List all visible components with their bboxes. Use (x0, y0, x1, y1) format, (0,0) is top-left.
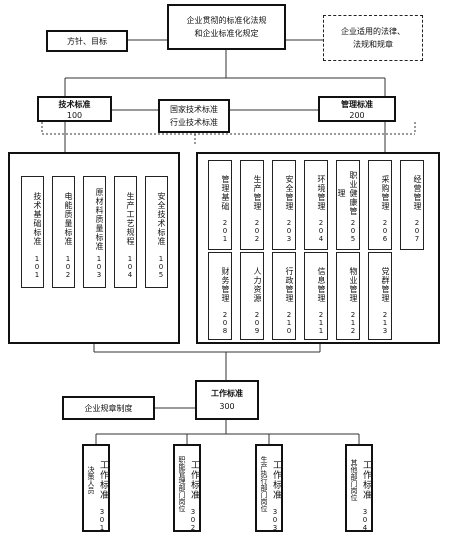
company-regulations-line2: 和企业标准化规定 (194, 29, 259, 38)
applicable-laws-box: 企业适用的法律、 法规和规章 (323, 15, 423, 61)
tech-item: 原材料质量标准 103 (83, 176, 106, 288)
mgmt-item-code: 211 (317, 311, 325, 335)
national-standards-line1: 国家技术标准 (170, 105, 218, 114)
work-standards-code: 300 (219, 402, 235, 411)
work-item-role: 职能管理部门岗位 (178, 456, 186, 512)
mgmt-item-label: 采购管理 (381, 175, 390, 211)
applicable-laws-line1: 企业适用的法律、 (341, 27, 405, 36)
technical-standards-panel: 技术基础标准 101 电能质量标准 102 原材料质量标准 103 生产工艺规程… (8, 152, 180, 344)
mgmt-item: 职业健康管理 205 (336, 160, 360, 250)
mgmt-item-label: 职业健康管理 (337, 170, 358, 216)
tech-item-label: 原材料质量标准 (95, 187, 104, 251)
mgmt-item-code: 213 (381, 311, 389, 335)
work-standards-box: 工作标准 300 (195, 380, 259, 420)
tech-item: 生产工艺规程 104 (114, 176, 137, 288)
mgmt-item-label: 生产管理 (253, 175, 262, 211)
mgmt-item-code: 202 (253, 219, 261, 243)
management-standards-box: 管理标准 200 (318, 96, 396, 122)
company-rules-box: 企业规章制度 (62, 396, 155, 420)
mgmt-item-label: 经营管理 (413, 175, 422, 211)
mgmt-item-code: 210 (285, 311, 293, 335)
mgmt-item: 采购管理 206 (368, 160, 392, 250)
mgmt-item: 信息管理 211 (304, 252, 328, 340)
mgmt-item: 环境管理 204 (304, 160, 328, 250)
management-standards-label: 管理标准 (341, 99, 373, 109)
work-item-title: 工作标准 (189, 460, 199, 500)
mgmt-item-label: 人力资源 (253, 267, 262, 303)
tech-item: 安全技术标准 105 (145, 176, 168, 288)
mgmt-item-code: 208 (221, 311, 229, 335)
work-item-title: 工作标准 (271, 460, 281, 500)
work-item-title: 工作标准 (361, 460, 371, 500)
work-item-role: 决策人员 (87, 466, 95, 494)
mgmt-item: 财务管理 208 (208, 252, 232, 340)
work-item: 工作标准 其他部门岗位 304 (345, 444, 373, 532)
company-regulations-line1: 企业贯彻的标准化法规 (186, 16, 267, 25)
work-item-title: 工作标准 (98, 460, 108, 500)
policy-goals-label: 方针、目标 (67, 36, 107, 46)
work-item-code: 302 (189, 508, 197, 532)
mgmt-item: 生产管理 202 (240, 160, 264, 250)
tech-item-label: 安全技术标准 (157, 192, 166, 246)
mgmt-item-label: 财务管理 (221, 267, 230, 303)
policy-goals-box: 方针、目标 (46, 30, 128, 52)
tech-item: 技术基础标准 101 (21, 176, 44, 288)
work-item: 工作标准 职能管理部门岗位 302 (173, 444, 201, 532)
tech-item-label: 技术基础标准 (33, 192, 42, 246)
technical-standards-label: 技术标准 (58, 99, 91, 109)
mgmt-item-code: 204 (317, 219, 325, 243)
mgmt-item-code: 206 (381, 219, 389, 243)
mgmt-item-label: 信息管理 (317, 267, 326, 303)
mgmt-item-label: 管理基础 (221, 175, 230, 211)
mgmt-item: 管理基础 201 (208, 160, 232, 250)
work-item: 工作标准 决策人员 301 (82, 444, 110, 532)
applicable-laws-line2: 法规和规章 (353, 40, 393, 49)
tech-item-code: 101 (33, 255, 41, 279)
tech-item-code: 102 (64, 255, 72, 279)
mgmt-item: 行政管理 210 (272, 252, 296, 340)
national-standards-box: 国家技术标准 行业技术标准 (158, 99, 230, 133)
work-item-code: 304 (361, 508, 369, 532)
company-regulations-box: 企业贯彻的标准化法规 和企业标准化规定 (167, 4, 286, 50)
tech-item-code: 104 (126, 255, 134, 279)
national-standards-line2: 行业技术标准 (170, 118, 218, 127)
mgmt-item: 人力资源 209 (240, 252, 264, 340)
tech-item-label: 生产工艺规程 (126, 192, 135, 246)
work-standards-label: 工作标准 (211, 389, 243, 398)
tech-item-code: 103 (95, 255, 103, 279)
mgmt-item-label: 安全管理 (285, 175, 294, 211)
work-item-role: 其他部门岗位 (350, 459, 358, 501)
technical-standards-code: 100 (66, 110, 83, 120)
mgmt-item-label: 环境管理 (317, 175, 326, 211)
mgmt-item-code: 209 (253, 311, 261, 335)
mgmt-item: 经营管理 207 (400, 160, 424, 250)
mgmt-item-code: 205 (349, 219, 357, 243)
management-standards-panel: 管理基础 201 生产管理 202 安全管理 203 环境管理 204 职业健康… (196, 152, 440, 344)
mgmt-item-code: 212 (349, 311, 357, 335)
mgmt-item: 物业管理 212 (336, 252, 360, 340)
mgmt-item-label: 行政管理 (285, 267, 294, 303)
mgmt-item-label: 党群管理 (381, 267, 390, 303)
company-rules-label: 企业规章制度 (84, 403, 133, 413)
work-item-role: 生产执行部门岗位 (260, 456, 268, 512)
tech-item: 电能质量标准 102 (52, 176, 75, 288)
work-item-code: 303 (271, 508, 279, 532)
mgmt-item-code: 201 (221, 219, 229, 243)
management-standards-code: 200 (349, 110, 365, 120)
mgmt-item-code: 207 (413, 219, 421, 243)
mgmt-item: 安全管理 203 (272, 160, 296, 250)
work-item-code: 301 (98, 508, 106, 532)
tech-item-code: 105 (157, 255, 165, 279)
mgmt-item: 党群管理 213 (368, 252, 392, 340)
tech-item-label: 电能质量标准 (64, 192, 73, 246)
technical-standards-box: 技术标准 100 (37, 96, 112, 122)
mgmt-item-label: 物业管理 (349, 267, 358, 303)
mgmt-item-code: 203 (285, 219, 293, 243)
work-item: 工作标准 生产执行部门岗位 303 (255, 444, 283, 532)
